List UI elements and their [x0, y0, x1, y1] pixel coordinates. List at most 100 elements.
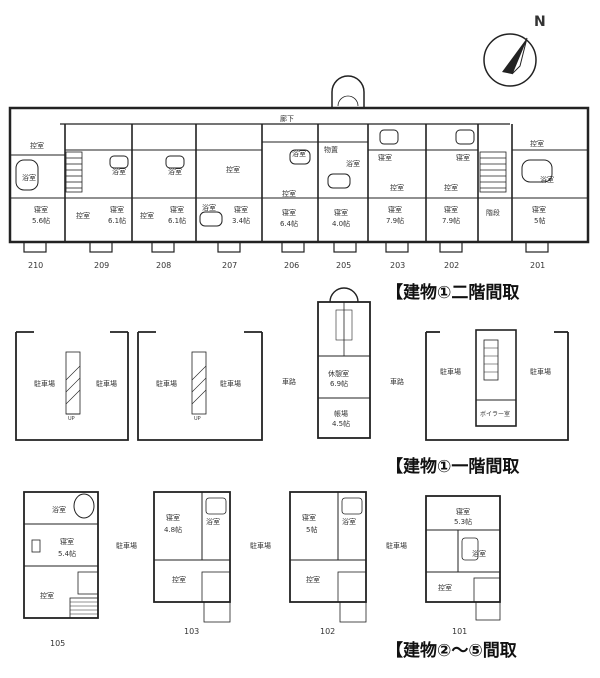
building1-1f-plan [15, 287, 569, 441]
storage-label: 帳場 [334, 409, 348, 418]
building1-1f-labels: 駐車場 駐車場 駐車場 駐車場 車路 休憩室 6.9帖 帳場 4.5帖 車路 駐… [34, 367, 551, 428]
room-size: 7.9帖 [386, 216, 404, 225]
room-label: 浴室 [292, 149, 306, 158]
bathtub-205 [327, 173, 351, 189]
unit-number: 202 [444, 261, 459, 270]
room-label: 浴室 [202, 203, 216, 212]
room-label: 寝室 [334, 208, 348, 217]
room-label: 寝室 [34, 205, 48, 214]
compass-needle-light [511, 37, 528, 75]
room-label: 寝室 [456, 507, 470, 516]
building1-2f-plan: 廊下 [8, 75, 590, 253]
section-title-building1-2f: 【建物①二階間取 [386, 282, 519, 303]
up-label: UP [68, 416, 75, 422]
unit-101-outline [425, 495, 501, 603]
compass-n-label: N [534, 14, 546, 30]
compass: N [483, 14, 546, 87]
room-label: 控室 [306, 575, 320, 584]
room-size: 6.1帖 [168, 216, 186, 225]
unit-number: 205 [336, 261, 351, 270]
parking-label: 駐車場 [156, 379, 177, 388]
room-size: 3.4帖 [232, 216, 250, 225]
buildings-2-5-labels: 浴室 寝室 5.4帖 控室 寝室 4.8帖 浴室 控室 寝室 5帖 浴室 控室 … [40, 505, 486, 600]
room-label: 寝室 [282, 208, 296, 217]
bathtub-102 [341, 497, 363, 515]
room-label: 控室 [530, 139, 544, 148]
room-label: 寝室 [444, 205, 458, 214]
bathtub-103 [205, 497, 227, 515]
garage-right [425, 332, 569, 441]
room-label: 寝室 [378, 153, 392, 162]
room-label: 寝室 [456, 153, 470, 162]
bathtub-105 [73, 493, 95, 519]
room-size: 7.9帖 [442, 216, 460, 225]
unit-number: 209 [94, 261, 109, 270]
parking-label: 駐車場 [250, 541, 271, 550]
room-size: 6.4帖 [280, 219, 298, 228]
boiler-label: ボイラー室 [480, 410, 510, 418]
parking-label: 駐車場 [116, 541, 137, 550]
buildings-2-5-unit-numbers: 105 103 102 101 [50, 627, 467, 648]
room-label: 控室 [438, 583, 452, 592]
room-label: 寝室 [110, 205, 124, 214]
bathtub-201 [521, 159, 553, 183]
bathtub-208 [165, 155, 185, 169]
room-label: 控室 [444, 183, 458, 192]
unit-105-outline [23, 491, 99, 619]
room-size: 5.6帖 [32, 216, 50, 225]
stair-curve [337, 95, 359, 107]
corridor-label: 廊下 [280, 114, 294, 123]
section-title-building1-1f: 【建物①一階間取 [386, 456, 519, 477]
unit-102-outline [289, 491, 367, 603]
stair-hatch-2f [65, 151, 507, 193]
room-label: 浴室 [22, 173, 36, 182]
parking-label: 駐車場 [386, 541, 407, 550]
compass-needle [502, 38, 527, 74]
buildings-2-5-plan [23, 491, 501, 623]
room-size: 5帖 [534, 216, 545, 225]
room-size: 5帖 [306, 525, 317, 534]
bathtub-202 [455, 129, 475, 145]
building1-2f-labels: 控室 浴室 寝室 5.6帖 控室 浴室 寝室 6.1帖 控室 浴室 寝室 6.1… [22, 139, 554, 228]
room-size: 5.4帖 [58, 549, 76, 558]
room-label: 寝室 [60, 537, 74, 546]
bathtub-203 [379, 129, 399, 145]
stair-tower [331, 75, 365, 108]
room-label: 控室 [282, 189, 296, 198]
room-label: 浴室 [472, 549, 486, 558]
garage-left-2 [137, 332, 263, 441]
room-label: 浴室 [112, 167, 126, 176]
section-title-buildings-2-5: 【建物②～⑤間取 [386, 640, 517, 661]
unit-number: 201 [530, 261, 545, 270]
window-bays [23, 241, 549, 253]
unit-number: 208 [156, 261, 171, 270]
room-label: 控室 [76, 211, 90, 220]
room-label: 寝室 [166, 513, 180, 522]
unit-number: 101 [452, 627, 467, 636]
parking-label: 駐車場 [220, 379, 241, 388]
room-label: 浴室 [52, 505, 66, 514]
garage-left-1 [15, 332, 129, 441]
room-size: 6.1帖 [108, 216, 126, 225]
building1-2f-outline [8, 106, 590, 244]
stair-1f-a [65, 351, 81, 415]
boiler-block [475, 329, 517, 427]
room-size: 5.3帖 [454, 517, 472, 526]
room-label: 寝室 [302, 513, 316, 522]
unit-number: 203 [390, 261, 405, 270]
unit-number: 105 [50, 639, 65, 648]
office-size: 6.9帖 [330, 379, 348, 388]
room-label: 控室 [172, 575, 186, 584]
bathtub-207 [199, 211, 223, 227]
unit-number: 102 [320, 627, 335, 636]
parking-label: 駐車場 [440, 367, 461, 376]
room-size: 4.0帖 [332, 219, 350, 228]
storage-size: 4.5帖 [332, 419, 350, 428]
room-label: 寝室 [234, 205, 248, 214]
room-label: 浴室 [342, 517, 356, 526]
bathtub-209 [109, 155, 129, 169]
unit-103-outline [153, 491, 231, 603]
room-label: 控室 [140, 211, 154, 220]
room-label: 物置 [324, 145, 338, 154]
